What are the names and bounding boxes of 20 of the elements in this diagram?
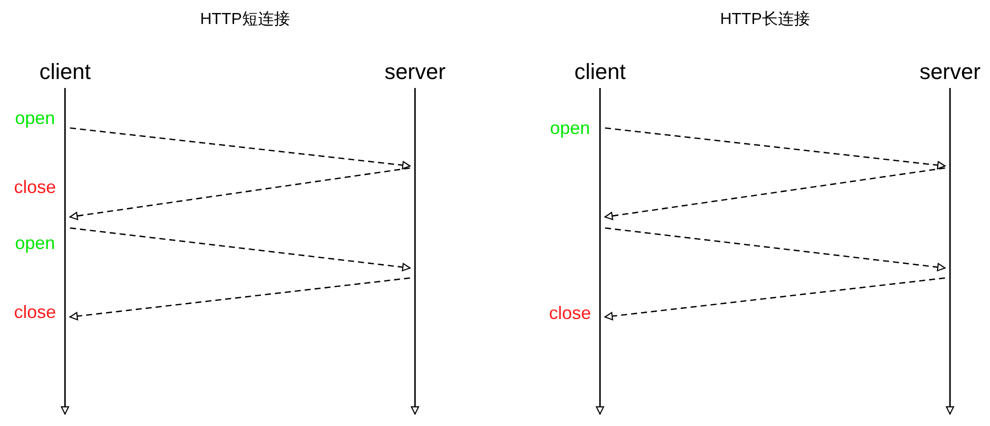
panel-heading: HTTP短连接 <box>200 11 290 29</box>
lifeline-label: server <box>384 60 446 84</box>
dashed-arrow <box>604 127 946 170</box>
state-label: close <box>548 304 592 324</box>
dashed-arrow <box>604 167 946 220</box>
dashed-arrow <box>604 227 946 272</box>
lifeline-label: client <box>39 60 91 84</box>
panel-heading: HTTP长连接 <box>720 11 810 29</box>
dashed-arrow <box>70 127 411 170</box>
state-label: close <box>14 303 56 323</box>
state-label: open <box>14 109 56 129</box>
lifeline-label: client <box>574 60 626 84</box>
state-label: open <box>550 119 590 139</box>
dashed-arrow <box>69 277 410 320</box>
dashed-arrow <box>70 227 411 272</box>
dashed-arrow <box>604 277 946 320</box>
lifeline-label: server <box>919 60 981 84</box>
state-label: open <box>14 234 56 254</box>
dashed-arrow <box>69 167 410 220</box>
state-label: close <box>14 178 56 198</box>
